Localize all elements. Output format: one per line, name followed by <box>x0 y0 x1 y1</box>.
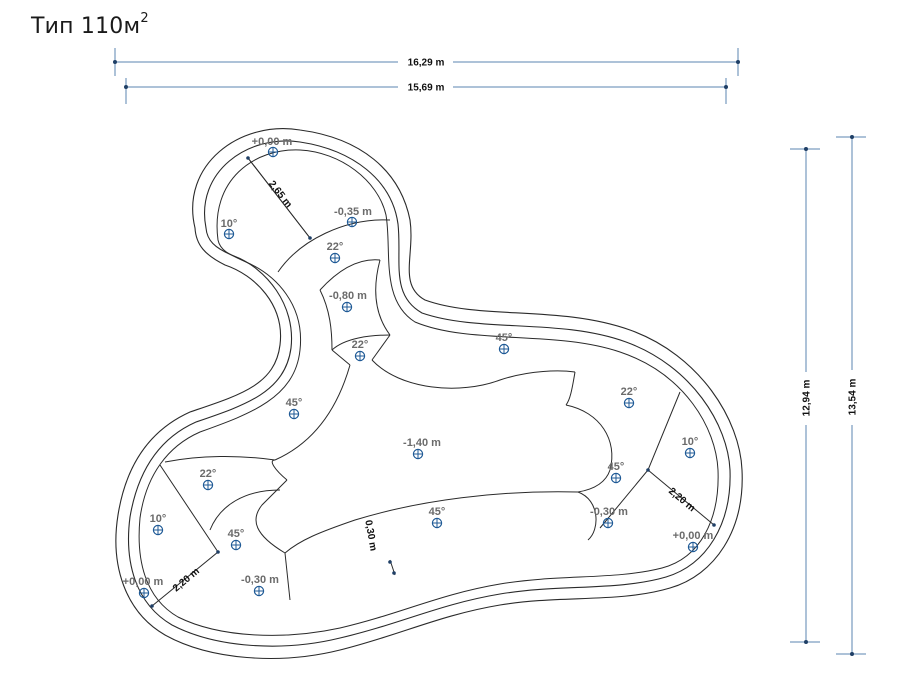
inner-width-label: 15,69 m <box>408 83 445 94</box>
radius-right-label: 2,20 m <box>666 486 697 515</box>
pool-outline-outer <box>115 128 743 659</box>
svg-text:-0,30 m: -0,30 m <box>241 574 279 586</box>
radius-lines <box>150 156 716 608</box>
dimension-outer-width: 16,29 m <box>113 48 740 76</box>
marker-layer: +0,00 m 10° -0,35 m 22° -0,80 m 22° 45° … <box>123 136 714 599</box>
svg-text:45°: 45° <box>496 332 513 344</box>
svg-text:10°: 10° <box>221 218 238 230</box>
marker-right-depth-030: -0,30 m <box>590 506 628 529</box>
pool-outline-coping <box>127 140 731 647</box>
svg-text:22°: 22° <box>327 241 344 253</box>
svg-text:-0,80 m: -0,80 m <box>329 290 367 302</box>
dimension-outer-height: 13,54 m <box>836 135 866 656</box>
pool-outline-inner <box>138 149 719 636</box>
marker-bottom-angle-45: 45° <box>429 506 446 529</box>
marker-left-angle-10: 10° <box>150 513 167 536</box>
marker-top-depth-035: -0,35 m <box>334 206 372 228</box>
marker-top-angle-22b: 22° <box>352 339 369 362</box>
marker-center-angle-45a: 45° <box>496 332 513 355</box>
marker-right-angle-22: 22° <box>621 386 638 409</box>
svg-text:10°: 10° <box>682 436 699 448</box>
wall-thickness-label: 0,30 m <box>362 519 378 552</box>
svg-text:-0,30 m: -0,30 m <box>590 506 628 518</box>
radius-left-label: 2,20 m <box>171 566 202 595</box>
outer-height-label: 13,54 m <box>848 379 859 416</box>
svg-text:+0,00 m: +0,00 m <box>123 576 164 588</box>
page-title: Тип 110м2 <box>31 11 149 39</box>
svg-text:45°: 45° <box>608 461 625 473</box>
marker-right-angle-10: 10° <box>682 436 699 459</box>
dimension-inner-width: 15,69 m <box>124 78 728 104</box>
dimension-inner-height: 12,94 m <box>790 147 820 644</box>
svg-text:45°: 45° <box>429 506 446 518</box>
svg-text:22°: 22° <box>352 339 369 351</box>
title-text: Тип 110м <box>31 14 141 39</box>
inner-height-label: 12,94 m <box>802 380 813 417</box>
marker-top-depth-080: -0,80 m <box>329 290 367 313</box>
svg-text:22°: 22° <box>621 386 638 398</box>
svg-text:-1,40 m: -1,40 m <box>403 437 441 449</box>
marker-top-angle-22a: 22° <box>327 241 344 264</box>
marker-left-angle-45: 45° <box>286 397 303 420</box>
marker-left-depth-030: -0,30 m <box>241 574 279 597</box>
marker-top-angle-10: 10° <box>221 218 238 240</box>
outer-width-label: 16,29 m <box>408 58 445 69</box>
svg-text:45°: 45° <box>286 397 303 409</box>
marker-left-angle-22: 22° <box>200 468 217 491</box>
svg-text:+0,00 m: +0,00 m <box>673 530 714 542</box>
marker-right-angle-45: 45° <box>608 461 625 484</box>
marker-left-depth-0: +0,00 m <box>123 576 164 599</box>
title-superscript: 2 <box>140 11 149 26</box>
svg-text:22°: 22° <box>200 468 217 480</box>
radius-top-label: 2,65 m <box>266 179 294 210</box>
svg-text:45°: 45° <box>228 528 245 540</box>
svg-text:-0,35 m: -0,35 m <box>334 206 372 218</box>
marker-center-depth-140: -1,40 m <box>403 437 441 460</box>
marker-right-depth-0: +0,00 m <box>673 530 714 553</box>
marker-left-angle-45b: 45° <box>228 528 245 551</box>
svg-text:+0,00 m: +0,00 m <box>252 136 293 148</box>
marker-top-depth-0: +0,00 m <box>252 136 293 158</box>
svg-text:10°: 10° <box>150 513 167 525</box>
